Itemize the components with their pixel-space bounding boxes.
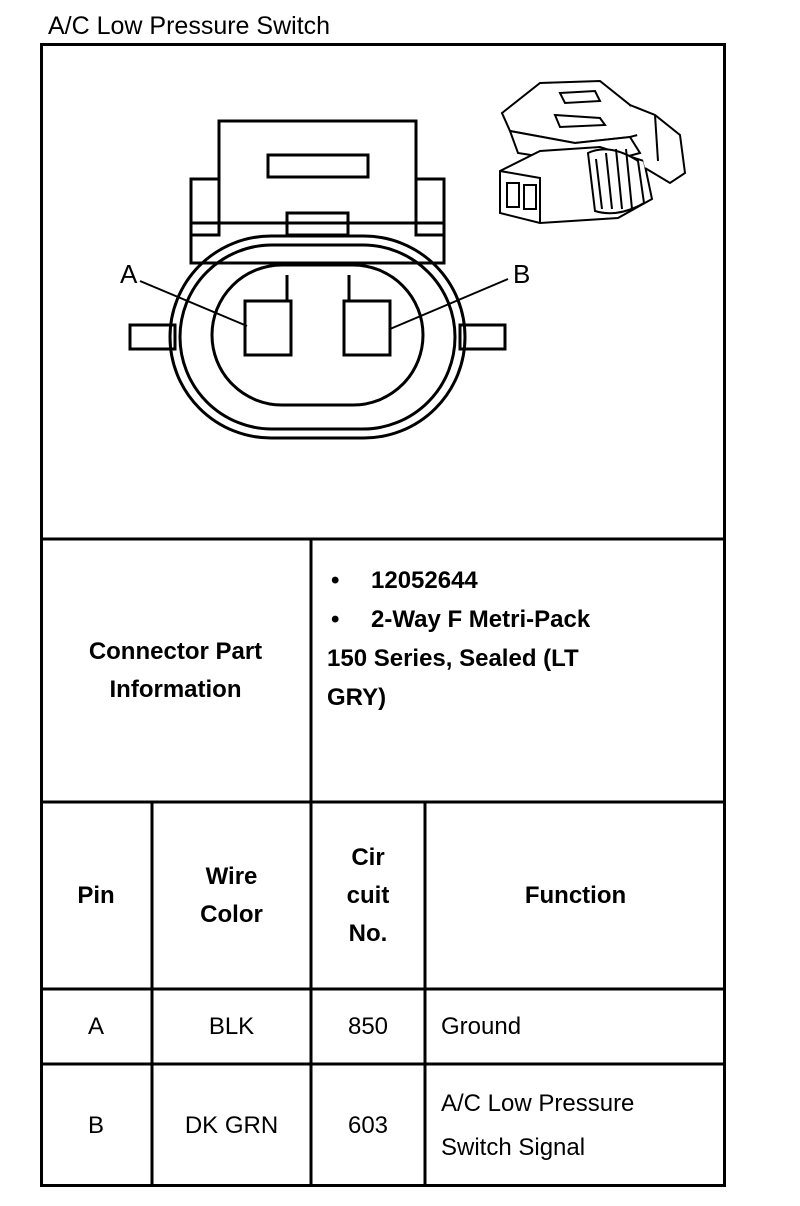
header-circuit-no: Cir cuit No. [346, 843, 390, 947]
row-b-circuit: 603 [347, 1111, 389, 1139]
connector-isometric-image [499, 79, 687, 225]
row-b-function: A/C Low Pressure Switch Signal [441, 1089, 635, 1161]
header-wire-color: Wire Color [200, 862, 263, 928]
row-a-function: Ground [441, 1012, 522, 1040]
header-function: Function [524, 881, 627, 909]
part-number: 12052644 [371, 567, 478, 594]
connector-sheet: A B Connector Part Information •12052644… [40, 43, 726, 1187]
row-b-wire-color: DK GRN [184, 1111, 279, 1139]
part-description: 2-Way F Metri-Pack [371, 606, 591, 633]
header-pin: Pin [77, 881, 115, 909]
pin-b-label: B [513, 259, 531, 289]
row-a-circuit: 850 [347, 1012, 389, 1040]
row-a-wire-color: BLK [208, 1012, 255, 1040]
page-title: A/C Low Pressure Switch [48, 12, 331, 40]
sheet-grid [40, 43, 726, 1187]
connector-face-drawing [128, 119, 509, 440]
pin-a-label: A [120, 259, 138, 289]
connector-info-value: •12052644 •2-Way F Metri-Pack 150 Series… [327, 567, 591, 711]
row-b-pin: B [87, 1111, 104, 1139]
connector-info-label: Connector Part Information [88, 637, 263, 703]
row-a-pin: A [87, 1012, 104, 1040]
